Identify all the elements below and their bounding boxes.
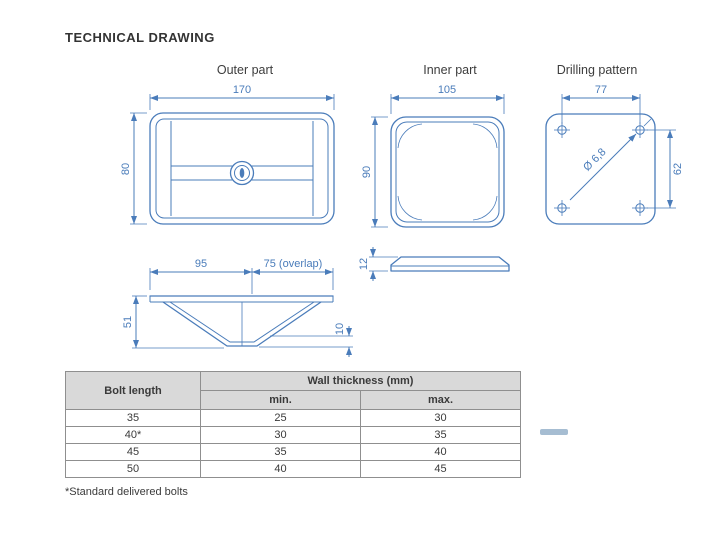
dim-outer-width-text: 170 (233, 84, 251, 96)
dim-inner-thickness: 12 (358, 247, 398, 281)
cell-bolt-length: 50 (65, 460, 201, 478)
dim-inner-width: 105 (390, 84, 505, 114)
dim-inner-height: 90 (361, 116, 388, 228)
cell-wall-max: 45 (360, 460, 521, 478)
dim-side-tip: 10 (259, 323, 353, 357)
bolt-table: Bolt length Wall thickness (mm) min. max… (65, 371, 521, 478)
table-header-row: Bolt length Wall thickness (mm) (65, 371, 521, 410)
cell-wall-min: 25 (200, 409, 361, 427)
scroll-indicator[interactable] (540, 429, 568, 435)
table-subheader-row: min. max. (66, 390, 521, 410)
dim-drilling-height-text: 62 (672, 163, 684, 175)
dim-inner-thickness-text: 12 (358, 258, 370, 270)
cell-wall-max: 40 (360, 443, 521, 461)
dim-outer-height: 80 (120, 112, 147, 225)
dim-side-95-75: 95 75 (overlap) (149, 258, 334, 294)
table-subheader-min: min. (200, 390, 361, 410)
cell-wall-max: 35 (360, 426, 521, 444)
dim-inner-width-text: 105 (438, 84, 456, 96)
drill-hole-bottom-left (554, 200, 570, 216)
drilling-pattern-drawing: Ø 6,8 77 62 (545, 84, 684, 225)
cell-wall-max: 30 (360, 409, 521, 427)
dim-side-height: 51 (122, 295, 224, 349)
inner-part-side-view: 12 (358, 247, 510, 281)
footnote: *Standard delivered bolts (65, 486, 188, 498)
cell-bolt-length: 45 (65, 443, 201, 461)
dim-side-tip-text: 10 (334, 323, 346, 335)
cell-wall-min: 40 (200, 460, 361, 478)
inner-side-profile (390, 256, 510, 272)
dim-side-95-text: 95 (195, 258, 207, 270)
dim-drilling-width: 77 (561, 84, 641, 124)
outer-part-drawing: 170 80 (120, 84, 335, 225)
keyhole-icon (239, 168, 245, 178)
dim-hole-diameter: Ø 6,8 (569, 118, 652, 201)
outer-part-side-view: 95 75 (overlap) 51 10 (122, 258, 353, 357)
dim-outer-height-text: 80 (120, 163, 132, 175)
table-subheader-max: max. (360, 390, 521, 410)
table-row: 35 25 30 (65, 409, 521, 427)
table-row: 45 35 40 (65, 443, 521, 461)
dim-side-height-text: 51 (122, 316, 134, 328)
outer-part-inner-outline (155, 118, 329, 219)
drilling-pattern-label: Drilling pattern (557, 63, 638, 77)
dim-side-overlap-text: 75 (overlap) (264, 258, 323, 270)
cell-bolt-length: 35 (65, 409, 201, 427)
table-row: 40* 30 35 (65, 426, 521, 444)
dim-drilling-height: 62 (647, 129, 684, 209)
inner-part-label: Inner part (423, 63, 477, 77)
dim-drilling-width-text: 77 (595, 84, 607, 96)
outer-part-outline (149, 112, 335, 225)
drill-hole-top-right (632, 122, 648, 138)
inner-part-outline (390, 116, 505, 228)
table-header-bolt-length: Bolt length (65, 371, 201, 410)
drill-hole-top-left (554, 122, 570, 138)
drill-hole-bottom-right (632, 200, 648, 216)
outer-part-label: Outer part (217, 63, 274, 77)
page-title: TECHNICAL DRAWING (65, 30, 215, 45)
table-header-wall-thickness: Wall thickness (mm) (200, 371, 521, 391)
inner-part-drawing: 105 90 (361, 84, 505, 228)
inner-part-inner-outline (395, 121, 500, 223)
dim-hole-diameter-text: Ø 6,8 (581, 146, 609, 174)
cell-bolt-length: 40* (65, 426, 201, 444)
cell-wall-min: 30 (200, 426, 361, 444)
dim-inner-height-text: 90 (361, 166, 373, 178)
table-row: 50 40 45 (65, 460, 521, 478)
dim-outer-width: 170 (149, 84, 335, 110)
drilling-pattern-outline (545, 113, 656, 225)
drawing-canvas: Outer part Inner part Drilling pattern 1… (120, 63, 684, 357)
cell-wall-min: 35 (200, 443, 361, 461)
